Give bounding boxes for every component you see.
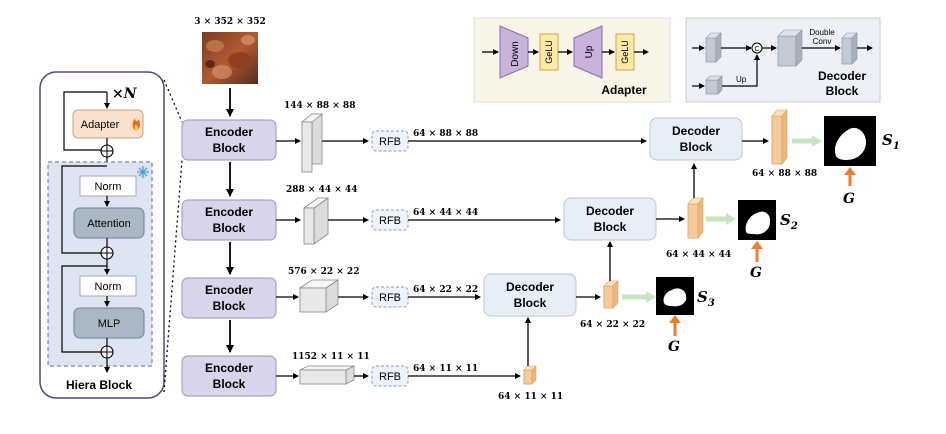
decoder-legend-input-cube bbox=[705, 32, 722, 63]
encoder-label-2b: Block bbox=[213, 221, 246, 235]
norm-box-1 bbox=[79, 175, 137, 197]
pred-label-3: S3 bbox=[697, 288, 715, 309]
encoder-column: Encoder Block Encoder Block Encoder Bloc… bbox=[181, 119, 277, 397]
encoder-label-3a: Encoder bbox=[205, 283, 253, 297]
input-size-label: 3 × 352 × 352 bbox=[194, 17, 265, 27]
adapter-up-label: Up bbox=[584, 45, 595, 58]
feature-block-1 bbox=[300, 113, 324, 173]
encoder-label-4b: Block bbox=[213, 377, 246, 391]
adapter-box bbox=[72, 109, 144, 139]
decoder-legend-caption-1: Decoder bbox=[818, 69, 866, 83]
encoder-label-1a: Encoder bbox=[205, 125, 253, 139]
adapter-gelu-label-2: GeLU bbox=[620, 40, 630, 64]
bottom-feature-orange bbox=[523, 365, 537, 385]
double-conv-label-2: Conv bbox=[813, 37, 832, 46]
decoder-2-out-label: 64 × 44 × 44 bbox=[666, 250, 731, 260]
attention-label: Attention bbox=[87, 218, 130, 230]
decoder-1-output-feature bbox=[771, 109, 788, 165]
decoder-legend-concat-cube bbox=[777, 29, 803, 67]
rfb-out-4: 64 × 11 × 11 bbox=[413, 364, 478, 374]
rfb-label-3: RFB bbox=[379, 292, 401, 304]
mlp-label: MLP bbox=[98, 318, 121, 330]
adapter-down-trapezoid bbox=[499, 25, 529, 79]
decoder-2-output-feature bbox=[687, 197, 704, 239]
decoder-3-out-label: 64 × 22 × 22 bbox=[580, 320, 645, 330]
pred-label-1: S1 bbox=[882, 131, 900, 152]
concat-label: C bbox=[754, 46, 759, 53]
norm-box-2 bbox=[79, 275, 137, 297]
zoom-connector-top bbox=[163, 79, 183, 123]
decoder-block-1 bbox=[649, 117, 743, 161]
fire-icon bbox=[132, 118, 141, 131]
encoder-label-3b: Block bbox=[213, 299, 246, 313]
feature-block-4 bbox=[299, 365, 355, 385]
bottom-out-label: 64 × 11 × 11 bbox=[498, 392, 563, 402]
decoder-block-3 bbox=[483, 273, 577, 317]
mlp-box bbox=[73, 307, 145, 339]
adapter-up-trapezoid bbox=[573, 25, 603, 79]
decoder-legend-up-label: Up bbox=[736, 75, 747, 84]
encoder-label-4a: Encoder bbox=[205, 361, 253, 375]
rfb-label-1: RFB bbox=[379, 136, 401, 148]
decoder-label-1b: Block bbox=[680, 140, 713, 154]
rfb-out-2: 64 × 44 × 44 bbox=[413, 208, 478, 218]
norm-label-2: Norm bbox=[95, 281, 122, 293]
encoder-label-2a: Encoder bbox=[205, 205, 253, 219]
snowflake-icon bbox=[137, 166, 149, 178]
encoder-block-1 bbox=[181, 119, 277, 161]
input-image bbox=[202, 32, 258, 84]
zoom-connector-bottom bbox=[163, 159, 183, 393]
encoder-block-3 bbox=[181, 277, 277, 319]
rfb-out-3: 64 × 22 × 22 bbox=[413, 285, 478, 295]
double-conv-label-1: Double bbox=[809, 28, 835, 37]
decoder-legend: C Up Double Conv Decoder Block bbox=[685, 17, 881, 103]
attention-box bbox=[73, 207, 145, 239]
decoder-label-2a: Decoder bbox=[586, 204, 634, 218]
decoder-label-2b: Block bbox=[594, 220, 627, 234]
decoder-legend-low-cube bbox=[705, 75, 723, 95]
gt-label-2: G bbox=[750, 265, 762, 281]
rfb-label-4: RFB bbox=[379, 371, 401, 383]
gt-label-3: G bbox=[668, 339, 680, 355]
rfb-out-1: 64 × 88 × 88 bbox=[413, 129, 478, 139]
norm-label-1: Norm bbox=[95, 181, 122, 193]
feature-block-2 bbox=[302, 197, 330, 245]
hiera-multiplier: ×N bbox=[112, 86, 138, 102]
adapter-down-label: Down bbox=[510, 41, 521, 67]
decoder-label-1a: Decoder bbox=[672, 124, 720, 138]
decoder-label-3b: Block bbox=[514, 296, 547, 310]
decoder-label-3a: Decoder bbox=[506, 280, 554, 294]
decoder-3-output-feature bbox=[603, 280, 619, 309]
adapter-legend-caption: Adapter bbox=[601, 83, 647, 97]
adapter-legend: Down GeLU Up GeLU Adapter bbox=[473, 17, 671, 103]
feature-block-3 bbox=[298, 279, 340, 313]
gt-label-1: G bbox=[843, 191, 855, 207]
adapter-label: Adapter bbox=[81, 119, 120, 131]
hiera-block: ×N Adapter Norm Attention bbox=[39, 71, 165, 399]
encoder-label-1b: Block bbox=[213, 141, 246, 155]
feature-dims-4: 1152 × 11 × 11 bbox=[292, 352, 370, 362]
adapter-gelu-label-1: GeLU bbox=[544, 40, 554, 64]
decoder-legend-output-cube bbox=[841, 32, 858, 65]
rfb-label-2: RFB bbox=[379, 215, 401, 227]
decoder-1-out-label: 64 × 88 × 88 bbox=[752, 169, 817, 179]
hiera-caption: Hiera Block bbox=[66, 378, 132, 392]
feature-dims-1: 144 × 88 × 88 bbox=[284, 101, 355, 111]
feature-dims-3: 576 × 22 × 22 bbox=[288, 267, 359, 277]
feature-dims-2: 288 × 44 × 44 bbox=[286, 185, 357, 195]
decoder-legend-caption-2: Block bbox=[826, 84, 859, 98]
pred-label-2: S2 bbox=[780, 211, 798, 232]
